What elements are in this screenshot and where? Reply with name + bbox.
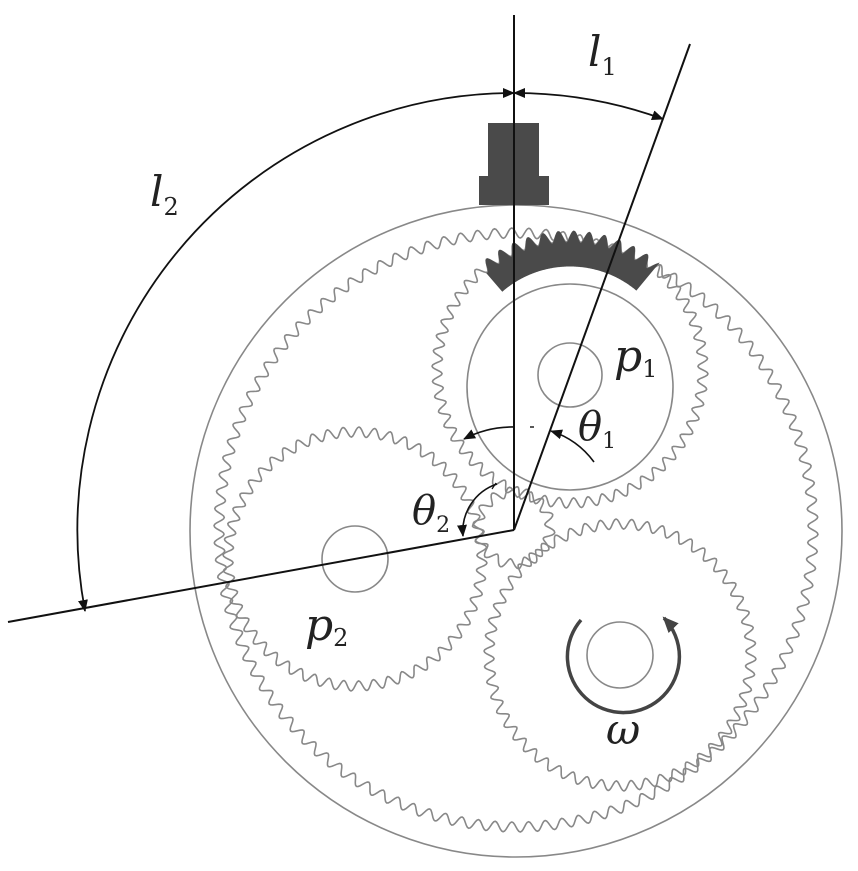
arc-theta2 xyxy=(457,483,498,537)
label-p1: p1 xyxy=(614,331,657,383)
theta2-tick xyxy=(491,482,497,490)
outer-housing-circle xyxy=(189,204,843,858)
label-l2: l2 xyxy=(150,167,179,221)
arc-l2 xyxy=(76,87,526,612)
label-theta2: θ2 xyxy=(412,488,450,538)
omega-rotation-arrow xyxy=(565,616,682,715)
highlighted-tooth-sector xyxy=(485,230,660,292)
planet-3-hub-circle xyxy=(586,621,654,689)
arc-l1 xyxy=(502,88,664,120)
planet-gear-3 xyxy=(483,518,757,792)
arc-theta1 xyxy=(463,426,515,440)
line-to-p1 xyxy=(513,43,691,531)
ring-gear xyxy=(213,227,819,833)
planet-gear-p1 xyxy=(431,231,709,509)
planet-1-inner-circle xyxy=(466,283,674,491)
label-l1: l1 xyxy=(588,27,617,81)
label-omega: ω xyxy=(606,705,640,754)
label-theta1: θ1 xyxy=(578,404,616,454)
planet-1-hub-circle xyxy=(537,342,603,408)
arc-theta1-right xyxy=(550,429,595,463)
label-p2: p2 xyxy=(305,600,348,652)
